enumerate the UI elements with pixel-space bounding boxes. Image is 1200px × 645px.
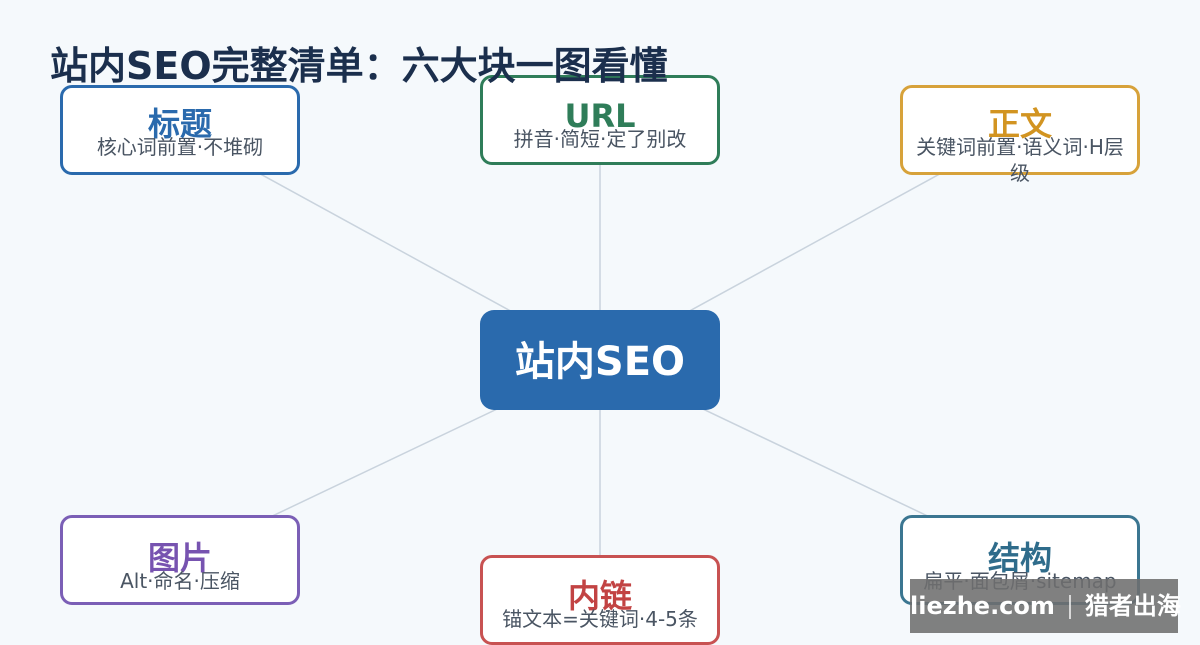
node-body-subtitle: 关键词前置·语义词·H层级 [916,135,1124,185]
watermark-brand: 猎者出海 [1084,592,1181,620]
node-internal-link-heading: 内链 [567,577,632,615]
center-node: 站内SEO [480,310,720,410]
page-title: 站内SEO完整清单：六大块一图看懂 [50,44,668,88]
node-body-section: 正文 关键词前置·语义词·H层级 [900,85,1140,185]
node-title-section: 标题 核心词前置·不堆砌 [60,85,300,175]
node-internal-link-subtitle: 锚文本=关键词·4-5条 [502,607,698,631]
node-url-heading: URL [564,97,636,135]
node-url-section: URL 拼音·简短·定了别改 [480,75,720,165]
watermark-badge: liezhe.com 猎者出海 [910,579,1181,633]
node-structure-heading: 结构 [987,539,1052,577]
node-title-heading: 标题 [147,105,212,143]
node-url-subtitle: 拼音·简短·定了别改 [513,127,687,151]
watermark-separator [1068,595,1071,619]
node-image-subtitle: Alt·命名·压缩 [120,569,240,593]
watermark-site: liezhe.com [910,592,1055,620]
node-image-section: 图片 Alt·命名·压缩 [60,515,300,605]
node-body-heading: 正文 [987,105,1052,143]
center-label: 站内SEO [514,339,686,385]
node-internal-link-section: 内链 锚文本=关键词·4-5条 [480,555,720,645]
node-title-subtitle: 核心词前置·不堆砌 [96,135,264,159]
node-image-heading: 图片 [147,539,212,577]
